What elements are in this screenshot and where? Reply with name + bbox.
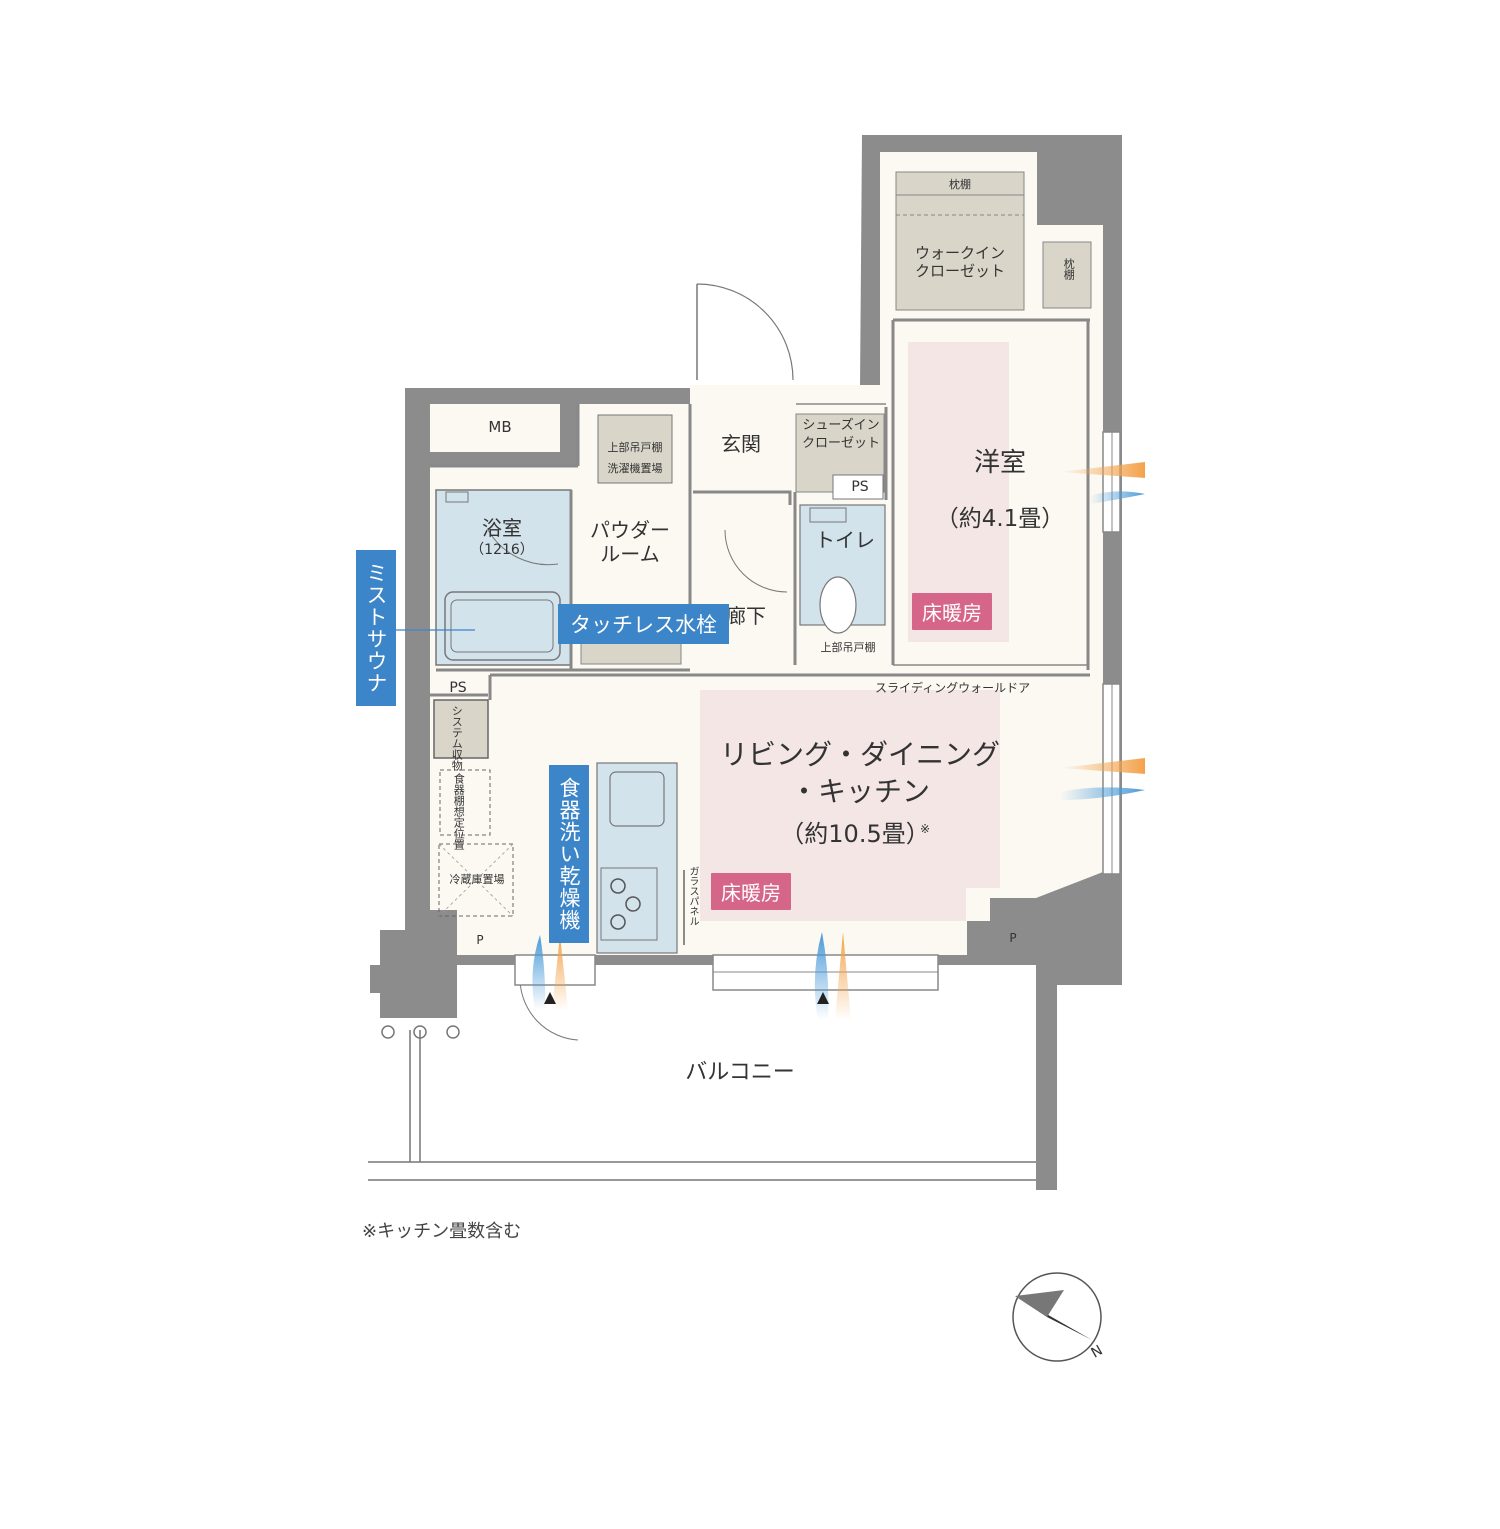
pillar [380, 930, 457, 1018]
shoes-closet-line1: シューズイン [802, 418, 880, 433]
ps-top-label: PS [851, 479, 869, 495]
system-storage-label: システム収物 [450, 705, 464, 771]
western-room-size: （約4.1畳） [935, 506, 1065, 532]
ldk-size: （約10.5畳） [780, 820, 930, 848]
mist-sauna-tag: ミストサウナ [356, 550, 396, 706]
fridge-space-label: 冷蔵庫置場 [449, 873, 505, 886]
sink [609, 771, 665, 827]
dish-shelf-area [439, 769, 491, 836]
shoes-closet-line2: クローゼット [801, 436, 880, 451]
pillow-shelf-side-label: 枕棚 [1062, 258, 1076, 280]
toilet-bowl [819, 576, 857, 634]
corridor-name: 廊下 [726, 604, 766, 628]
powder-room-line2: ルーム [600, 542, 660, 566]
floor-heating-tag-western: 床暖房 [912, 593, 992, 630]
walk-in-closet-line2: クローゼット [914, 262, 1005, 280]
dishwasher-dryer-tag: 食器洗い乾燥機 [549, 765, 589, 943]
balcony-name: バルコニー [685, 1060, 795, 1085]
airflow-marks [532, 462, 1145, 1020]
mb-space [430, 404, 560, 452]
laundry-space-area [597, 414, 673, 484]
p-right-label: P [1009, 931, 1017, 945]
bathtub [444, 591, 561, 661]
balcony-railing [368, 1030, 1036, 1181]
entrance-door-swing [696, 283, 794, 381]
mb-label: MB [488, 418, 512, 436]
walk-in-closet-line1: ウォークイン [914, 244, 1005, 262]
dish-shelf-label: 食器棚想定位置 [452, 773, 466, 850]
p-left-label: P [476, 933, 484, 947]
ps-left-label: PS [449, 680, 467, 696]
ldk-note-mark: ※ [920, 822, 931, 836]
walk-in-closet-area [895, 171, 1025, 311]
entrance-name: 玄関 [721, 432, 761, 456]
bathroom-name: 浴室 [482, 516, 522, 540]
system-storage-area [433, 699, 489, 759]
fridge-space-area [438, 843, 514, 917]
touchless-faucet-tag: タッチレス水栓 [558, 604, 729, 644]
compass-icon [1012, 1272, 1102, 1362]
kitchen-counter [596, 762, 678, 954]
ldk-name-line2: ・キッチン [789, 775, 930, 808]
footnote: ※キッチン畳数含む [362, 1221, 522, 1242]
western-room-heating-zone [908, 342, 1009, 642]
bathroom-size: （1216） [470, 542, 534, 558]
ldk-heating-zone [700, 690, 1000, 921]
toilet-name: トイレ [815, 528, 875, 552]
ldk-name-line1: リビング・ダイニング [719, 738, 1000, 771]
floor-heating-tag-ldk: 床暖房 [711, 873, 791, 910]
pillow-shelf-top-label: 枕棚 [949, 178, 971, 191]
laundry-space-label: 洗濯機置場 [607, 462, 663, 475]
glass-panel-label: ガラスパネル [687, 866, 698, 926]
western-room-name: 洋室 [973, 448, 1026, 478]
powder-room-line1: パウダー [590, 518, 670, 542]
sliding-wall-door-label: スライディングウォールドア [875, 681, 1031, 695]
upper-cabinet-laundry-label: 上部吊戸棚 [607, 441, 663, 454]
upper-cabinet-toilet-label: 上部吊戸棚 [820, 641, 876, 654]
